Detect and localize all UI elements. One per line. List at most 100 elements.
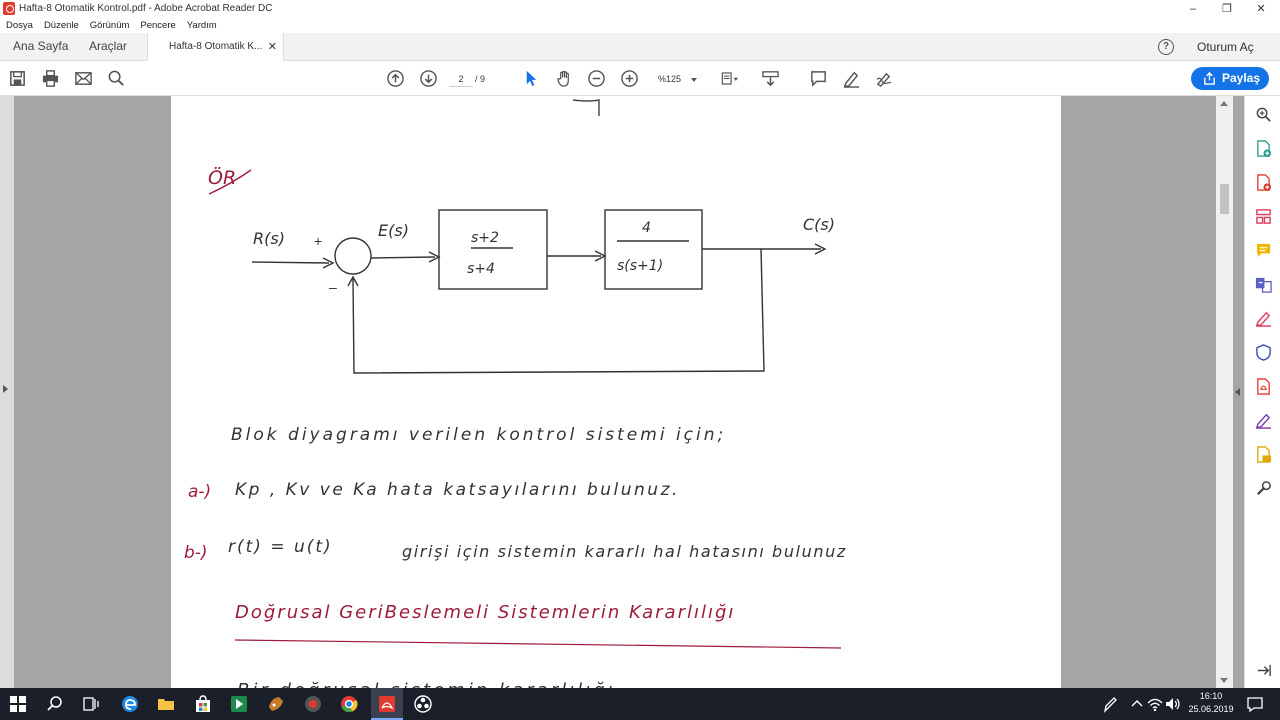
zoom-tool-icon[interactable] [1255, 106, 1272, 123]
taskbar-search-icon[interactable] [46, 695, 64, 713]
obs-app-icon[interactable] [414, 695, 432, 713]
block1-denominator: s+4 [467, 261, 495, 277]
input-label: R(s) [253, 229, 285, 248]
wifi-icon[interactable] [1146, 695, 1164, 713]
menu-duzenle[interactable]: Düzenle [43, 19, 79, 31]
comment-tool-icon[interactable] [1255, 242, 1272, 259]
zoom-select[interactable]: %125 [652, 71, 702, 87]
taskbar-clock[interactable]: 16:10 25.06.2019 [1184, 690, 1238, 716]
question-a-text: Kp , Kv ve Ka hata katsayılarını bulunuz… [235, 480, 680, 500]
scroll-down-icon[interactable] [1220, 678, 1228, 683]
left-panel-toggle[interactable] [0, 96, 14, 688]
windows-start-icon[interactable] [9, 695, 27, 713]
question-b-text: girişi için sistemin kararlı hal hatasın… [402, 542, 847, 561]
store-icon[interactable] [194, 695, 212, 713]
task-view-icon[interactable] [82, 695, 100, 713]
volume-icon[interactable] [1164, 695, 1182, 713]
block2 [604, 209, 703, 290]
title-bar: Hafta-8 Otomatik Kontrol.pdf - Adobe Acr… [0, 0, 1280, 17]
chrome-browser-icon[interactable] [340, 695, 358, 713]
share-button[interactable]: Paylaş [1191, 67, 1269, 90]
toolbar: 2 / 9 %125 [0, 61, 1280, 96]
tab-document-label: Hafta-8 Otomatik K... [169, 41, 263, 52]
previous-page-icon[interactable] [386, 69, 405, 88]
acrobat-app-icon [3, 2, 15, 15]
question-a-label: a-) [188, 482, 211, 502]
fill-sign-icon[interactable] [1255, 310, 1272, 327]
menu-gorunum[interactable]: Görünüm [89, 19, 130, 31]
next-page-icon[interactable] [419, 69, 438, 88]
export-pdf-icon[interactable] [1255, 174, 1272, 191]
feedback-path [352, 248, 765, 374]
input-line [251, 261, 330, 264]
cutoff-text: Bir doğrusal sistemin kararlılığı [237, 680, 616, 688]
organize-pages-icon[interactable] [1255, 208, 1272, 225]
minus-sign: – [329, 279, 337, 295]
minimize-button[interactable]: – [1189, 2, 1197, 15]
page-content: ÖR R(s) + – E(s) s+2 s+4 4 s(s+1) C(s) [184, 99, 847, 688]
zoom-in-icon[interactable] [620, 69, 639, 88]
send-for-review-icon[interactable] [1255, 446, 1272, 463]
section-heading: Doğrusal GeriBeslemeli Sistemlerin Karar… [235, 602, 735, 623]
menu-yardim[interactable]: Yardım [186, 19, 217, 31]
window-title: Hafta-8 Otomatik Kontrol.pdf - Adobe Acr… [19, 3, 273, 14]
share-label: Paylaş [1222, 71, 1261, 85]
protect-icon[interactable] [1255, 344, 1272, 361]
question-b-formula: r(t) = u(t) [228, 537, 333, 557]
tab-document[interactable]: Hafta-8 Otomatik K... ✕ [147, 33, 284, 61]
tab-home[interactable]: Ana Sayfa [13, 39, 69, 53]
pdf-page[interactable]: ÖR R(s) + – E(s) s+2 s+4 4 s(s+1) C(s) [171, 96, 1061, 688]
acrobat-pdf-icon[interactable] [1255, 378, 1272, 395]
green-app-icon[interactable] [230, 695, 248, 713]
taskbar [0, 688, 1280, 720]
print-icon[interactable] [41, 69, 60, 88]
scroll-mode-icon[interactable] [761, 69, 780, 88]
sign-icon[interactable] [874, 69, 893, 88]
comment-icon[interactable] [809, 69, 828, 88]
paint-app-icon[interactable] [267, 695, 285, 713]
page-number-input[interactable]: 2 [449, 71, 473, 87]
vertical-scrollbar[interactable] [1216, 96, 1233, 688]
tools-panel [1244, 96, 1280, 688]
help-icon[interactable]: ? [1158, 39, 1174, 55]
edit-sign-icon[interactable] [1255, 412, 1272, 429]
tab-tools[interactable]: Araçlar [89, 39, 128, 53]
menu-dosya[interactable]: Dosya [6, 19, 33, 31]
file-explorer-icon[interactable] [157, 695, 175, 713]
hand-tool-icon[interactable] [555, 69, 574, 88]
taskbar-active-acrobat[interactable] [371, 688, 403, 720]
block2-denominator: s(s+1) [617, 258, 663, 274]
edge-browser-icon[interactable] [121, 695, 139, 713]
show-hidden-icons[interactable] [1128, 695, 1146, 713]
combine-files-icon[interactable] [1255, 276, 1272, 293]
notifications-icon[interactable] [1246, 695, 1264, 713]
email-icon[interactable] [74, 69, 93, 88]
page-total: / 9 [475, 74, 486, 84]
save-icon[interactable] [8, 69, 27, 88]
page-fit-icon[interactable] [720, 69, 739, 88]
block1 [438, 209, 548, 290]
right-panel-toggle-icon[interactable] [1235, 388, 1240, 396]
maximize-button[interactable]: ❐ [1222, 3, 1232, 15]
feedback-arrowhead [347, 275, 359, 287]
more-tools-icon[interactable] [1255, 480, 1272, 497]
close-window-button[interactable]: ✕ [1256, 3, 1266, 15]
select-cursor-icon[interactable] [522, 69, 541, 88]
block2-numerator: 4 [642, 220, 651, 236]
close-tab-icon[interactable]: ✕ [267, 41, 277, 53]
recorder-app-icon[interactable] [304, 695, 322, 713]
intro-text: Blok diyagramı verilen kontrol sistemi i… [231, 425, 726, 445]
input-arrowhead [322, 257, 335, 269]
scroll-up-icon[interactable] [1220, 101, 1228, 106]
create-pdf-icon[interactable] [1255, 140, 1272, 157]
signin-button[interactable]: Oturum Aç [1197, 40, 1254, 54]
menu-pencere[interactable]: Pencere [140, 19, 176, 31]
expand-left-icon [3, 385, 8, 393]
highlight-pen-icon[interactable] [842, 69, 861, 88]
scrollbar-thumb[interactable] [1220, 184, 1229, 214]
search-icon[interactable] [107, 69, 126, 88]
zoom-out-icon[interactable] [587, 69, 606, 88]
pen-input-icon[interactable] [1101, 695, 1119, 713]
clock-time: 16:10 [1199, 691, 1223, 701]
collapse-panel-icon[interactable] [1255, 662, 1272, 679]
